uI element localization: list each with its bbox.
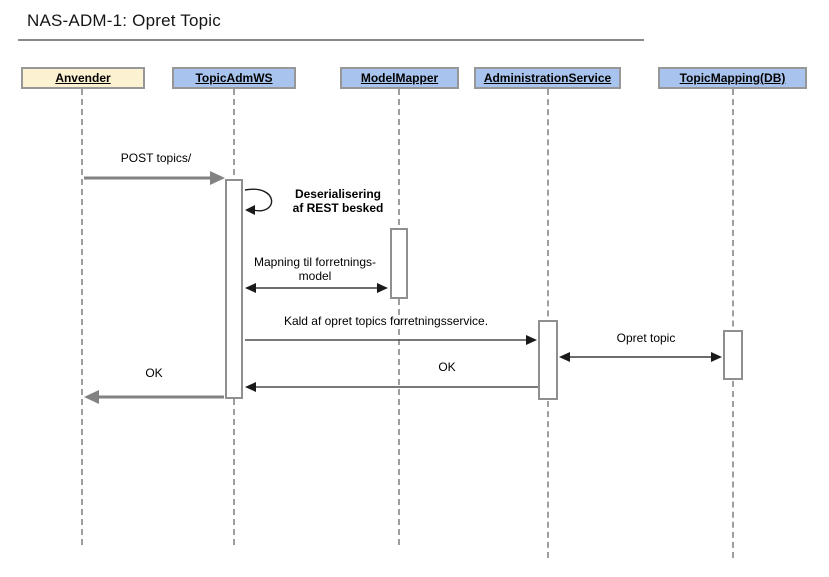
participant-topic-mapping-db: TopicMapping(DB) [658, 67, 807, 89]
activation-model-mapper [390, 228, 408, 299]
activation-topic-adm-ws [225, 179, 243, 399]
participant-administration-service-label: AdministrationService [483, 71, 612, 85]
message-label-post-topics: POST topics/ [120, 151, 192, 165]
message-label-kald-forretningsservice: Kald af opret topics forretningsservice. [283, 314, 489, 328]
participant-topic-adm-ws: TopicAdmWS [172, 67, 296, 89]
activation-topic-mapping-db [723, 330, 743, 380]
arrow-mapning-til-forretningsmodel [245, 283, 388, 293]
arrow-opret-topic [559, 352, 722, 362]
diagram-title: NAS-ADM-1: Opret Topic [27, 11, 221, 30]
message-label-mapning: Mapning til forretnings- model [253, 255, 377, 283]
participant-topic-mapping-db-label: TopicMapping(DB) [679, 71, 786, 85]
participant-administration-service: AdministrationService [474, 67, 621, 89]
arrow-post-topics [84, 171, 225, 185]
arrow-ok-to-topic-adm-ws [245, 382, 538, 392]
lifeline-model-mapper [398, 89, 400, 545]
participant-anvender: Anvender [21, 67, 145, 89]
participant-model-mapper: ModelMapper [340, 67, 459, 89]
message-label-ok-left: OK [145, 366, 163, 380]
participant-anvender-label: Anvender [55, 71, 111, 85]
message-label-opret-topic: Opret topic [616, 331, 676, 345]
lifeline-topic-mapping-db [732, 89, 734, 558]
message-label-deserialisering: Deserialisering af REST besked [292, 187, 384, 215]
participant-model-mapper-label: ModelMapper [360, 71, 439, 85]
participant-topic-adm-ws-label: TopicAdmWS [195, 71, 273, 85]
arrow-self-loop-deserialisering [244, 188, 273, 215]
title-underline [18, 39, 644, 41]
lifeline-anvender [81, 89, 83, 545]
message-label-ok-right: OK [438, 360, 456, 374]
arrow-kald-forretningsservice [245, 335, 537, 345]
activation-administration-service [538, 320, 558, 400]
arrow-ok-to-anvender [84, 390, 224, 404]
